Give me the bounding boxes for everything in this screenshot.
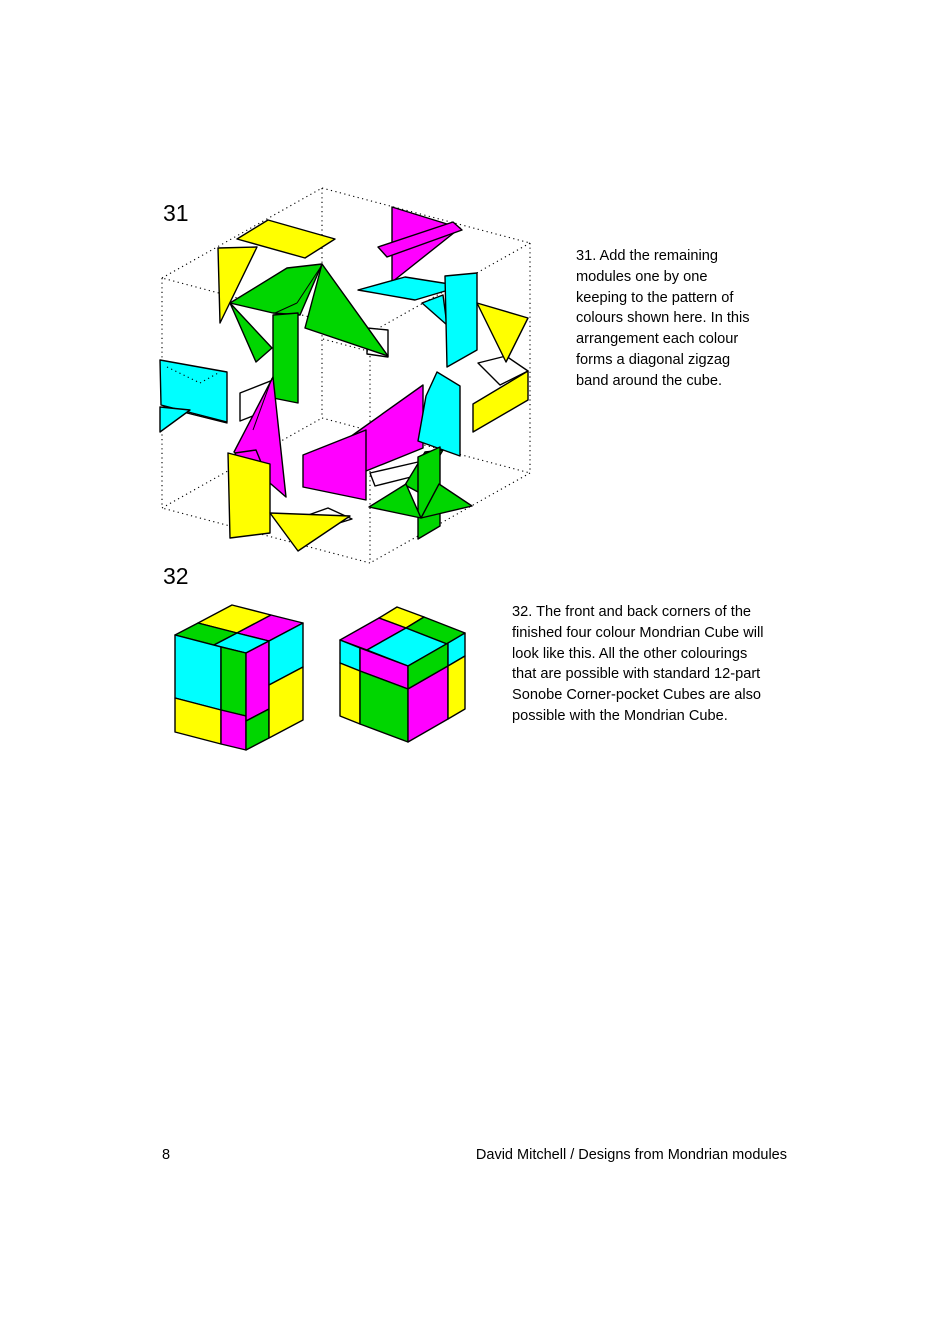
- figure-32-diagram: [174, 604, 466, 751]
- figure-32-caption: 32. The front and back corners of the fi…: [512, 604, 764, 724]
- footer-credit: David Mitchell / Designs from Mondrian m…: [475, 1147, 787, 1163]
- figure-31-caption: 31. Add the remaining modules one by one…: [576, 248, 750, 389]
- figure-31-label: 31: [163, 200, 189, 226]
- figure-31-diagram: [159, 187, 531, 564]
- page-number: 8: [162, 1147, 171, 1163]
- figure-32-label: 32: [163, 563, 189, 589]
